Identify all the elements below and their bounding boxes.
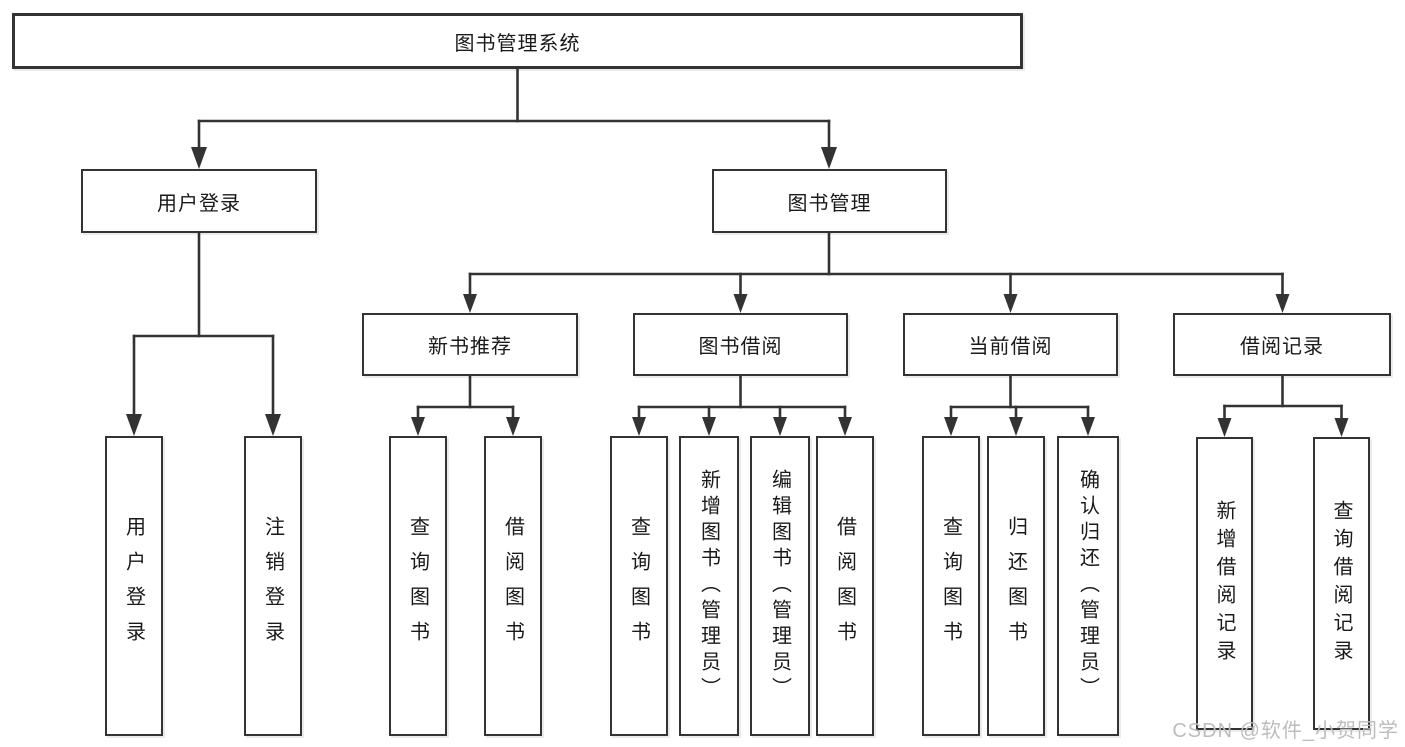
- leaf-borrow-books: 借阅图书: [816, 436, 874, 736]
- leaf-borrow-books-recommend-label: 借阅图书: [501, 516, 524, 656]
- leaf-query-books-borrow: 查询图书: [610, 436, 668, 736]
- leaf-return-books: 归还图书: [987, 436, 1045, 736]
- leaf-borrow-books-label: 借阅图书: [833, 516, 856, 656]
- leaf-query-borrow-record-label: 查询借阅记录: [1330, 499, 1352, 668]
- leaf-confirm-return-admin: 确认归还（管理员）: [1057, 436, 1119, 736]
- leaf-add-books-admin-label: 新增图书（管理员）: [697, 469, 720, 703]
- leaf-add-borrow-record: 新增借阅记录: [1196, 437, 1253, 730]
- leaf-logout-login: 注销登录: [244, 436, 302, 736]
- leaf-query-books-current: 查询图书: [922, 436, 980, 736]
- node-user-login: 用户登录: [81, 169, 317, 233]
- leaf-user-login: 用户登录: [105, 436, 163, 736]
- leaf-logout-login-label: 注销登录: [261, 516, 284, 656]
- leaf-confirm-return-admin-label: 确认归还（管理员）: [1076, 469, 1099, 703]
- leaf-user-login-label: 用户登录: [122, 516, 145, 656]
- leaf-query-borrow-record: 查询借阅记录: [1313, 437, 1370, 730]
- node-borrow-records: 借阅记录: [1173, 313, 1391, 376]
- leaf-return-books-label: 归还图书: [1004, 516, 1027, 656]
- node-book-management: 图书管理: [712, 169, 947, 233]
- node-current-borrow: 当前借阅: [903, 313, 1118, 376]
- node-book-borrow: 图书借阅: [633, 313, 848, 376]
- leaf-edit-books-admin-label: 编辑图书（管理员）: [768, 469, 791, 703]
- leaf-add-borrow-record-label: 新增借阅记录: [1213, 499, 1235, 668]
- leaf-add-books-admin: 新增图书（管理员）: [679, 436, 739, 736]
- node-new-book-recommend: 新书推荐: [362, 313, 578, 376]
- leaf-query-books-borrow-label: 查询图书: [627, 516, 650, 656]
- leaf-query-books-current-label: 查询图书: [939, 516, 962, 656]
- leaf-edit-books-admin: 编辑图书（管理员）: [750, 436, 810, 736]
- csdn-watermark: CSDN @软件_小贺同学: [1172, 720, 1399, 742]
- leaf-query-books-recommend: 查询图书: [389, 436, 447, 736]
- node-root-system: 图书管理系统: [12, 13, 1023, 69]
- leaf-borrow-books-recommend: 借阅图书: [484, 436, 542, 736]
- leaf-query-books-recommend-label: 查询图书: [406, 516, 429, 656]
